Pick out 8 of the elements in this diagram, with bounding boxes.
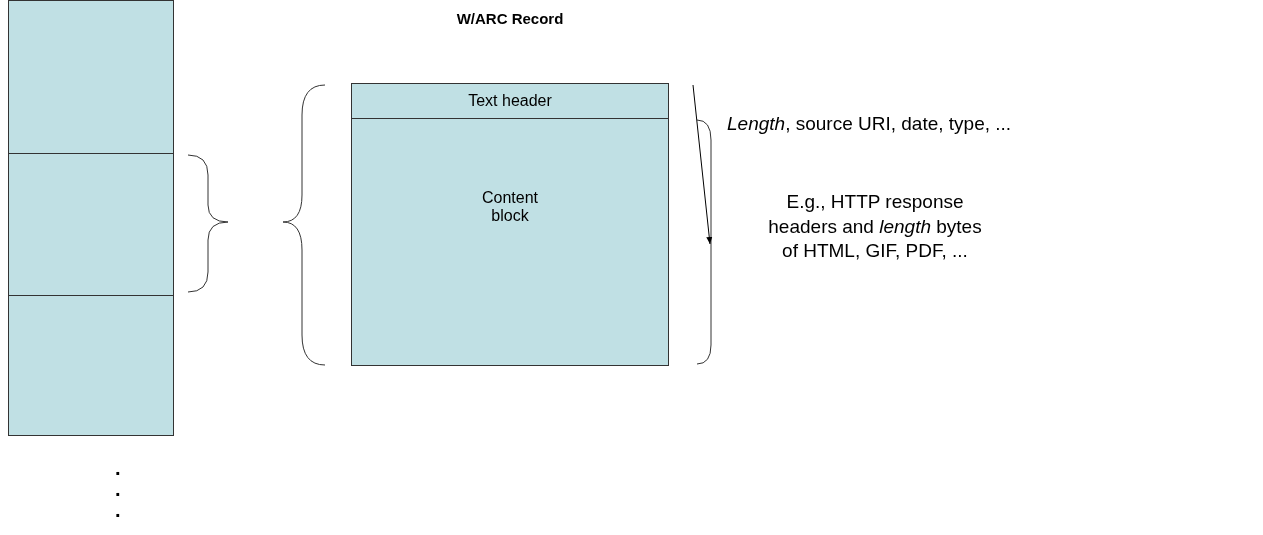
stack-block [8, 295, 174, 436]
header-label: Text header [467, 92, 553, 110]
content-note: E.g., HTTP response headers and length bytes of HTML, GIF, PDF, ... [767, 190, 983, 264]
content-label: Content block [480, 189, 539, 225]
record-title: W/ARC Record [456, 10, 564, 27]
stack-block [8, 0, 174, 154]
stack-block [8, 153, 174, 296]
field-note: Length, source URI, date, type, ... [727, 112, 1013, 136]
